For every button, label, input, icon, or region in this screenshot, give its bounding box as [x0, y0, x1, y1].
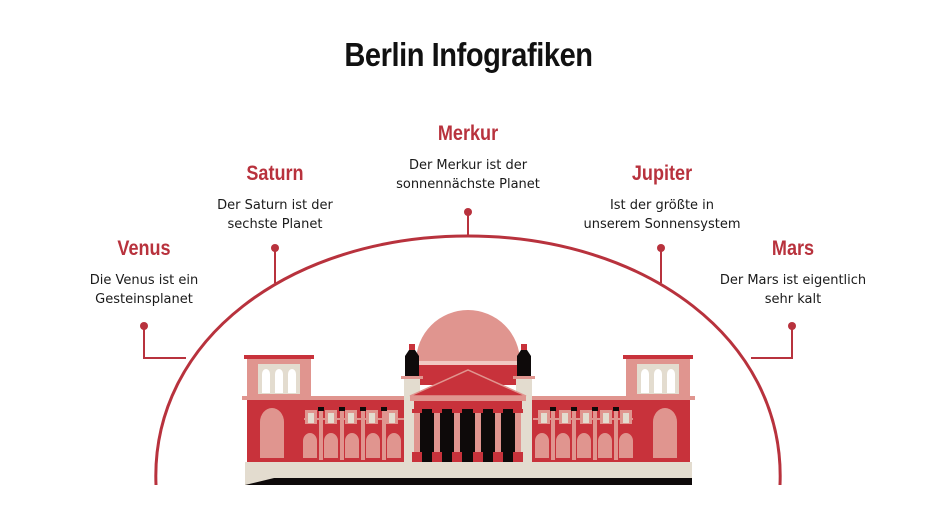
merkur-heading: Merkur	[437, 122, 499, 145]
connector-dot-merkur	[464, 208, 472, 216]
merkur-description: Der Merkur ist der sonnennächste Planet	[396, 158, 540, 192]
label-venus: Venus Die Venus ist ein Gesteinsplanet	[44, 237, 244, 309]
connector-dot-venus	[140, 322, 148, 330]
mars-description: Der Mars ist eigentlich sehr kalt	[719, 273, 867, 307]
label-saturn: Saturn Der Saturn ist der sechste Planet	[175, 162, 375, 234]
saturn-heading: Saturn	[246, 162, 304, 185]
saturn-description: Der Saturn ist der sechste Planet	[217, 198, 333, 232]
page-title: Berlin Infografiken	[344, 36, 593, 73]
label-jupiter: Jupiter Ist der größte in unserem Sonnen…	[562, 162, 762, 234]
label-merkur: Merkur Der Merkur ist der sonnennächste …	[368, 122, 568, 194]
connector-dot-mars	[788, 322, 796, 330]
connector-dot-saturn	[271, 244, 279, 252]
jupiter-description: Ist der größte in unserem Sonnensystem	[583, 198, 741, 232]
portico-columns	[412, 409, 523, 462]
label-mars: Mars Der Mars ist eigentlich sehr kalt	[693, 237, 893, 309]
dome	[416, 310, 520, 362]
spire-right	[517, 350, 531, 376]
spire-left	[405, 350, 419, 376]
connector-venus	[143, 326, 186, 359]
venus-heading: Venus	[117, 237, 171, 260]
connector-mars	[751, 326, 793, 359]
reichstag-building	[242, 310, 695, 485]
jupiter-heading: Jupiter	[631, 162, 693, 185]
connector-dot-jupiter	[657, 244, 665, 252]
venus-description: Die Venus ist ein Gesteinsplanet	[89, 273, 199, 307]
mars-heading: Mars	[771, 237, 815, 260]
